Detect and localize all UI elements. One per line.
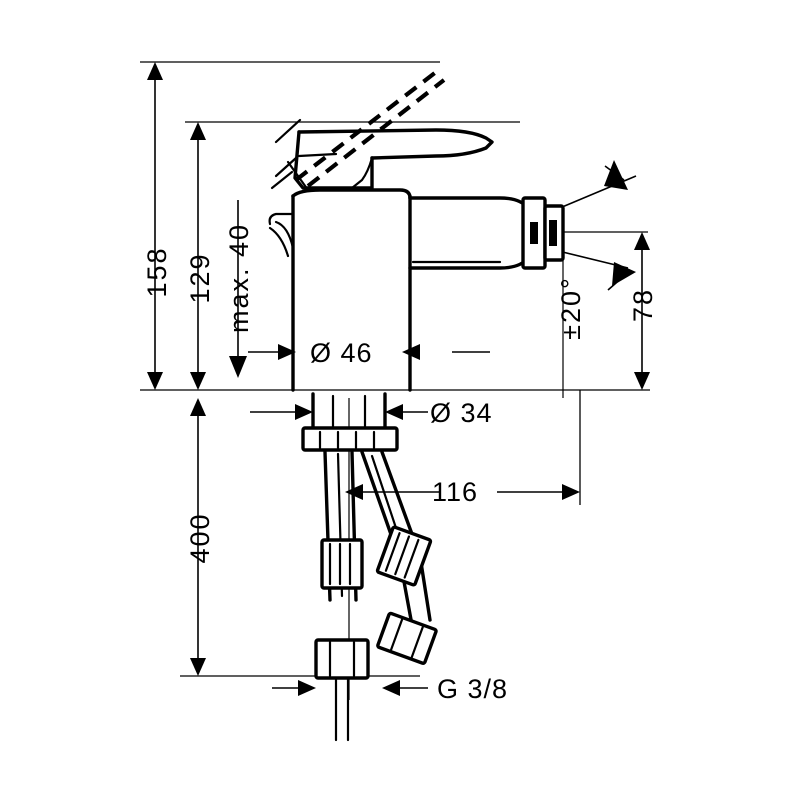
dimension-78 (634, 232, 650, 390)
label-129: 129 (185, 252, 215, 303)
aerator-outlet (521, 196, 565, 270)
extension-lines (140, 61, 650, 677)
threaded-shank (311, 392, 387, 434)
dimension-g38 (272, 680, 428, 696)
label-swivel-angle: ±20° (556, 276, 586, 340)
label-158: 158 (142, 246, 172, 297)
popup-waste-rod (268, 212, 295, 392)
label-116: 116 (432, 477, 478, 507)
label-g38: G 3/8 (437, 674, 508, 704)
spout-arm (408, 196, 530, 270)
label-diameter-34: Ø 34 (430, 398, 493, 428)
label-400: 400 (185, 512, 215, 563)
label-max-40: max. 40 (224, 223, 254, 333)
label-diameter-46: Ø 46 (310, 338, 373, 368)
dimension-400 (190, 398, 206, 676)
label-78: 78 (628, 288, 658, 322)
dimension-max-40 (229, 200, 247, 378)
faucet-body (268, 70, 565, 742)
mounting-nut (301, 426, 399, 452)
lever-handle (293, 128, 494, 190)
dimension-labels: 158 129 max. 40 Ø 46 Ø 34 400 116 78 ±20… (142, 223, 658, 704)
dimension-129 (190, 122, 206, 390)
cartridge-detail (270, 118, 310, 192)
lever-open-position (294, 70, 446, 188)
flexible-hoses (314, 450, 438, 742)
dimension-158 (147, 62, 163, 390)
dimension-diameter-34 (250, 404, 428, 420)
